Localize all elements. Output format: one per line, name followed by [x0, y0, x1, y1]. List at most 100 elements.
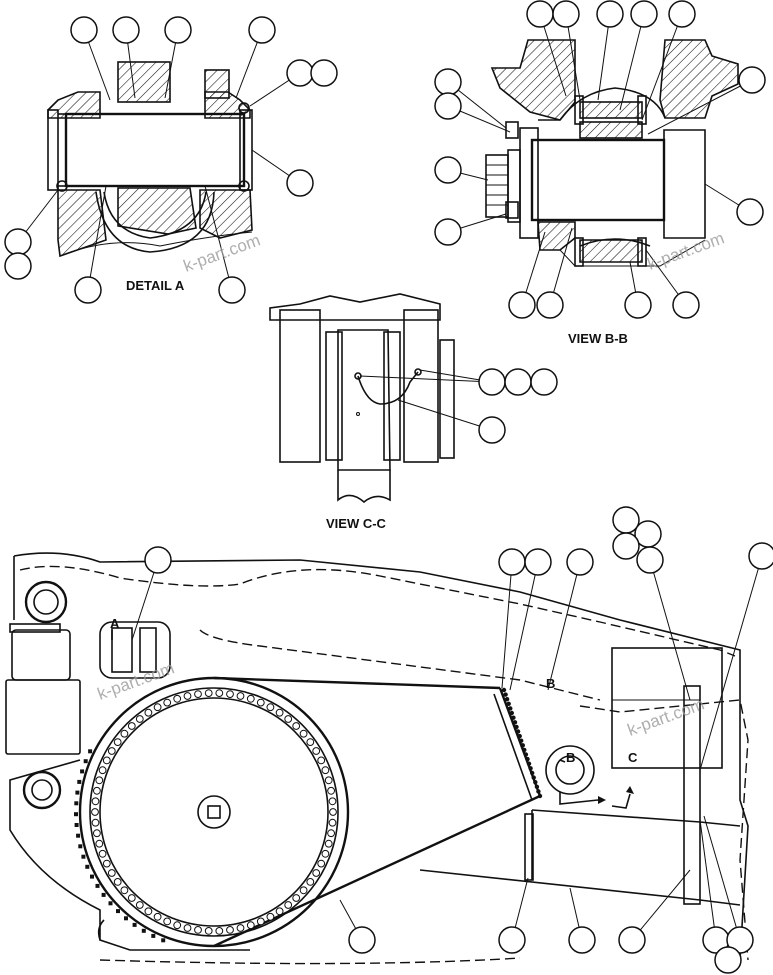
track-link — [81, 854, 86, 859]
track-link — [75, 790, 80, 795]
view-cc-label: VIEW C-C — [326, 516, 387, 531]
callout-balloon — [672, 291, 700, 319]
belt-bead — [506, 701, 511, 706]
track-bead — [107, 869, 116, 877]
callout-balloon — [434, 92, 462, 120]
section-c-label: C — [628, 750, 638, 765]
track-bead — [183, 692, 192, 700]
track-bead — [91, 797, 100, 806]
track-link — [80, 769, 85, 774]
track-bead — [317, 756, 326, 765]
track-bead — [144, 708, 153, 717]
callout-balloon — [248, 16, 276, 44]
track-bead — [194, 926, 202, 934]
track-bead — [98, 849, 107, 858]
track-bead — [135, 715, 144, 723]
belt-bead — [504, 697, 510, 702]
track-bead — [324, 839, 333, 848]
belt-bead — [522, 747, 527, 753]
track-bead — [120, 729, 129, 738]
track-bead — [102, 859, 111, 868]
track-bead — [135, 901, 144, 909]
belt-bead — [536, 789, 541, 794]
track-bead — [127, 722, 136, 730]
track-bead — [204, 927, 213, 935]
belt-bead — [501, 687, 507, 693]
callout-balloon — [714, 946, 742, 974]
callout-balloon — [738, 66, 766, 94]
belt-bead — [512, 720, 518, 725]
callout-balloon — [74, 276, 102, 304]
callout-balloon — [526, 0, 554, 28]
callout-balloon — [498, 548, 526, 576]
belt-bead — [523, 752, 529, 757]
track-bead — [163, 917, 172, 926]
track-link — [116, 909, 120, 914]
track-bead — [306, 738, 315, 746]
belt-bead — [531, 775, 536, 780]
track-link — [101, 892, 106, 897]
track-bead — [98, 766, 107, 775]
track-link — [141, 928, 146, 933]
track-bead — [327, 829, 336, 838]
track-bead — [173, 694, 182, 703]
callout-balloon — [4, 252, 32, 280]
track-bead — [95, 776, 104, 785]
callout-balloon — [310, 59, 338, 87]
track-bead — [328, 818, 337, 827]
track-link — [74, 801, 79, 806]
track-bead — [215, 689, 224, 697]
callout-balloon — [596, 0, 624, 28]
track-bead — [317, 859, 326, 868]
belt-bead — [537, 793, 543, 799]
belt-bead — [511, 715, 516, 720]
track-bead — [194, 690, 202, 698]
track-bead — [256, 917, 265, 926]
track-bead — [95, 839, 104, 848]
callout-balloon — [508, 291, 536, 319]
track-link — [124, 916, 128, 921]
track-link — [85, 864, 90, 869]
callout-balloon — [568, 926, 596, 954]
track-bead — [91, 808, 99, 816]
view-bb-callouts — [434, 0, 766, 319]
track-bead — [299, 886, 308, 895]
view-cc-callouts — [359, 368, 558, 444]
section-b-lower-label: B — [566, 750, 575, 765]
track-bead — [306, 878, 315, 886]
belt-bead — [534, 784, 540, 789]
track-link — [90, 874, 94, 879]
track-bead — [284, 715, 293, 723]
track-link — [74, 812, 78, 817]
track-link — [77, 779, 82, 784]
track-bead — [120, 886, 129, 895]
section-b-upper-label: B — [546, 676, 555, 691]
track-link — [74, 823, 79, 827]
track-bead — [299, 729, 308, 738]
belt-bead — [517, 733, 522, 739]
track-bead — [144, 907, 153, 916]
watermark: k-part.com — [645, 228, 727, 273]
track-bead — [226, 926, 234, 934]
callout-balloon — [348, 926, 376, 954]
callout-balloon — [612, 506, 640, 534]
callout-balloon — [434, 156, 462, 184]
track-bead — [153, 703, 162, 712]
track-bead — [173, 921, 182, 930]
belt-bead-strips — [501, 687, 543, 799]
callout-balloon — [504, 368, 532, 396]
view-bb-drawing — [485, 39, 739, 267]
track-bead — [246, 694, 255, 703]
track-link — [161, 938, 166, 943]
track-bead — [275, 907, 284, 916]
callout-balloon — [612, 532, 640, 560]
track-link — [151, 933, 156, 938]
belt-bead — [519, 738, 524, 743]
track-bead — [204, 689, 213, 697]
track-link — [95, 883, 100, 888]
callout-balloon — [218, 276, 246, 304]
main-callouts — [131, 506, 773, 974]
belt-bead — [533, 780, 538, 785]
track-bead — [312, 869, 321, 877]
track-bead — [256, 698, 265, 707]
